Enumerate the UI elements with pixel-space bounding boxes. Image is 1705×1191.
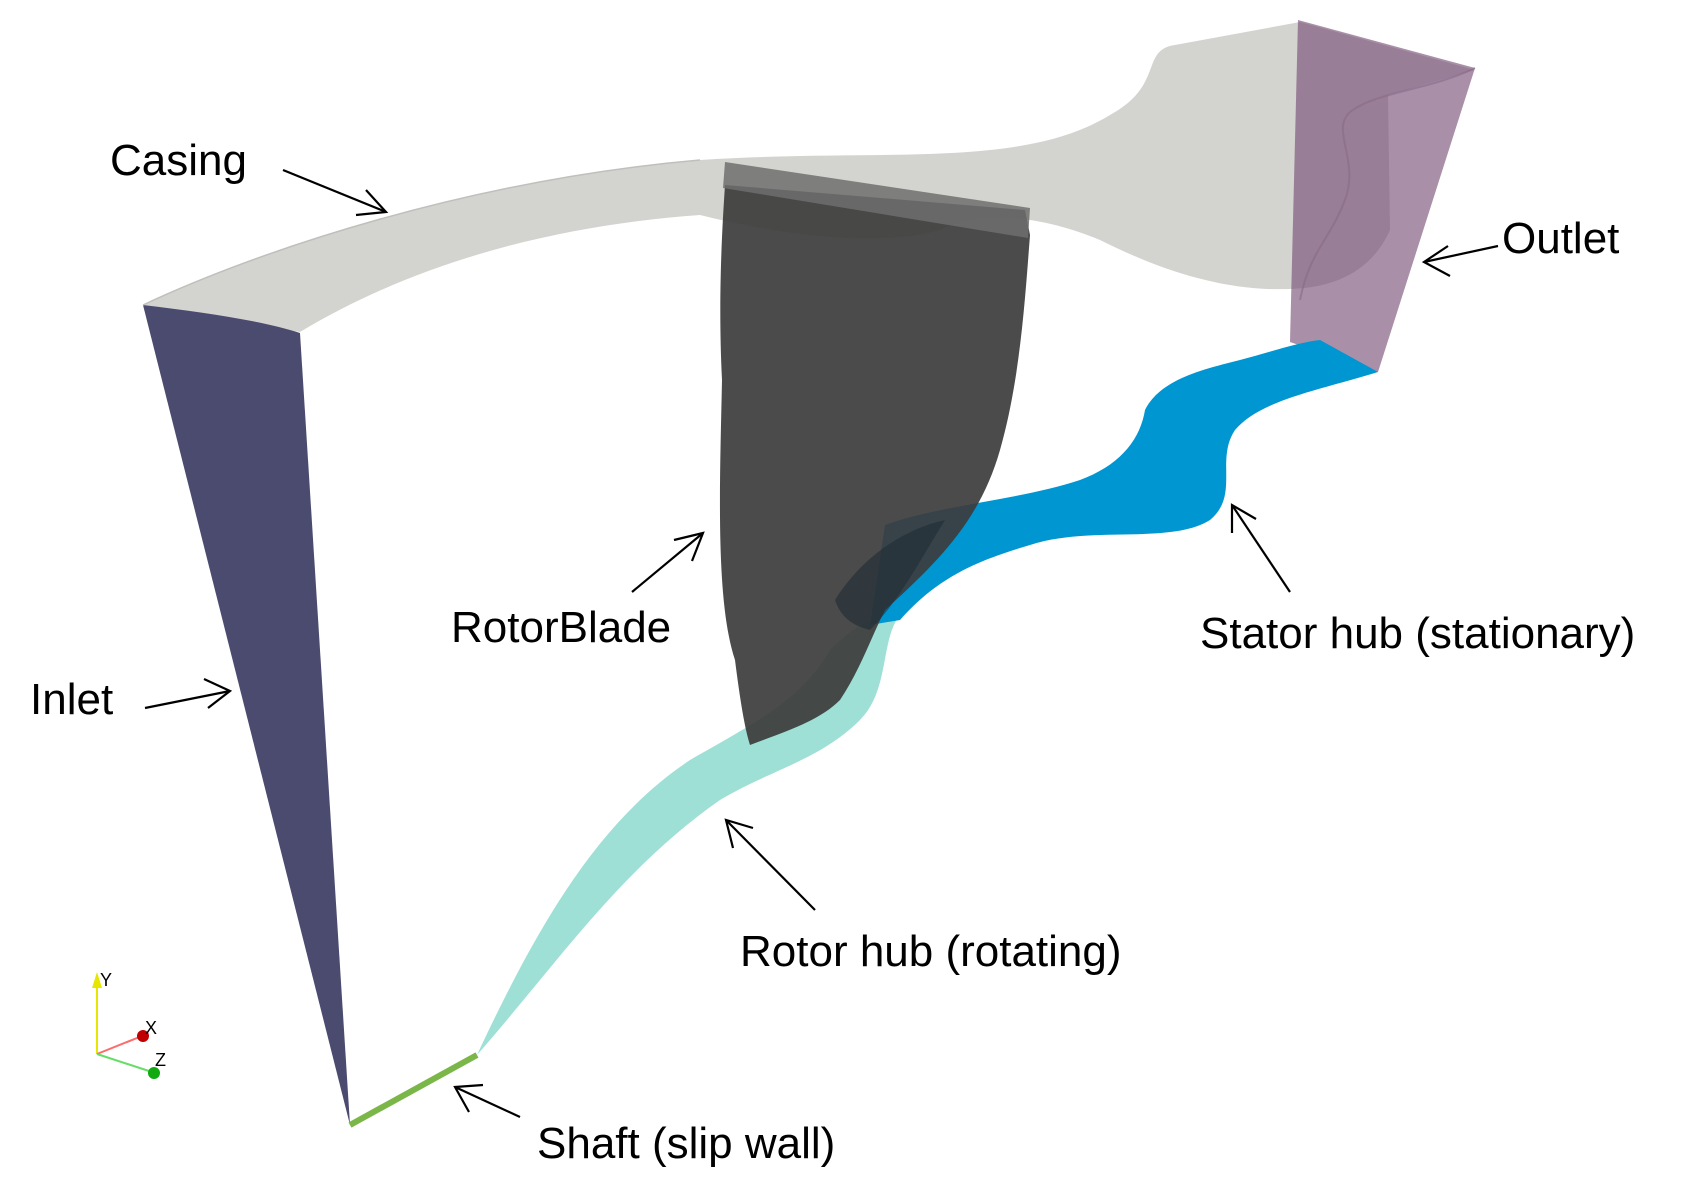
shaft-label: Shaft (slip wall) bbox=[537, 1119, 835, 1168]
stator-hub-label: Stator hub (stationary) bbox=[1200, 609, 1635, 658]
rotor-blade-root-shadow bbox=[835, 520, 945, 630]
outlet-surface bbox=[1290, 20, 1475, 372]
shaft-edge bbox=[348, 1052, 479, 1128]
rotor-hub-label: Rotor hub (rotating) bbox=[740, 927, 1122, 976]
z-axis-arrowhead bbox=[148, 1067, 160, 1079]
rotor-blade-arrow bbox=[631, 531, 705, 593]
x-axis-arrowhead bbox=[137, 1030, 149, 1042]
shaft-arrow bbox=[453, 1083, 521, 1118]
stator-hub-arrow bbox=[1230, 503, 1291, 593]
rotor-blade-surface bbox=[719, 185, 1030, 745]
inlet-arrow bbox=[144, 678, 233, 710]
casing-edge bbox=[142, 159, 701, 306]
inlet-label: Inlet bbox=[30, 675, 113, 724]
inlet-surface bbox=[143, 305, 350, 1125]
rotor-blade-tip bbox=[723, 162, 1030, 238]
orientation-axes: Y X Z bbox=[92, 970, 166, 1079]
z-axis-line bbox=[96, 1053, 153, 1073]
x-axis-line bbox=[96, 1035, 143, 1055]
casing-label: Casing bbox=[110, 136, 247, 185]
x-axis-label: X bbox=[145, 1018, 157, 1038]
annotation-arrows bbox=[144, 168, 1499, 1118]
casing-arrow bbox=[282, 168, 389, 217]
rotor-hub-arrow bbox=[724, 818, 816, 911]
outlet-arrow bbox=[1421, 244, 1499, 277]
rotor-blade-label: RotorBlade bbox=[451, 603, 671, 652]
z-axis-label: Z bbox=[155, 1050, 166, 1070]
stator-hub-surface bbox=[870, 340, 1378, 625]
y-axis-label: Y bbox=[100, 970, 112, 990]
y-axis-arrowhead bbox=[92, 972, 102, 988]
outlet-inner-edge bbox=[1299, 67, 1476, 301]
outlet-label: Outlet bbox=[1502, 214, 1619, 263]
